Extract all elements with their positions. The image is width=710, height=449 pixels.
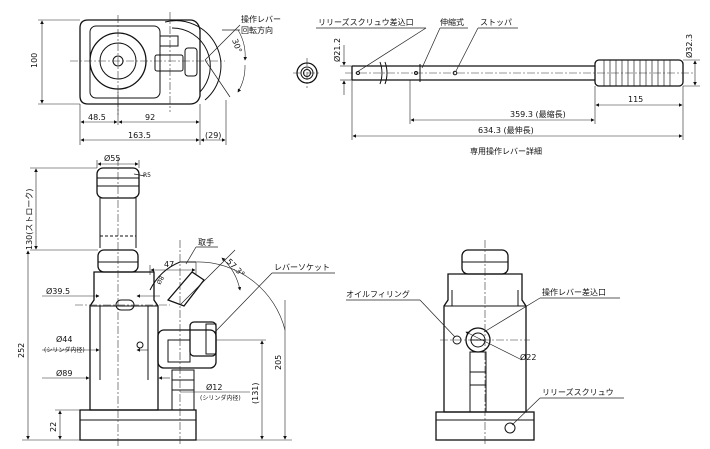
angle-30-label: 30° (230, 38, 243, 54)
cylinder-inner-label-2: (シリンダ内径) (200, 394, 241, 402)
dia-21-2: Ø21.2 (332, 38, 342, 62)
dim-92: 92 (145, 113, 155, 122)
lever-socket-label: レバーソケット (274, 263, 330, 272)
dim-22: 22 (49, 422, 58, 432)
lever-insert-label: 操作レバー差込口 (542, 287, 606, 297)
r5: R5 (143, 172, 151, 179)
dim-47: 47 (164, 260, 174, 269)
dim-205: 205 (274, 355, 283, 370)
dim-100: 100 (30, 53, 39, 68)
dim-131: (131) (251, 382, 260, 404)
dim-252: 252 (17, 343, 26, 358)
dia-32-3: Ø32.3 (684, 34, 694, 58)
release-screw-insert-label: リリーズスクリュウ差込口 (318, 17, 414, 27)
dia-89: Ø89 (56, 368, 72, 378)
lever-detail: リリーズスクリュウ差込口 伸縮式 ストッパ Ø21.2 Ø32.3 115 35… (293, 17, 700, 156)
side-view: Ø55 R5 130(ストローク) 252 22 Ø39.5 Ø44 (シリンダ… (17, 153, 335, 446)
dim-29: (29) (205, 131, 221, 140)
dia-44: Ø44 (56, 334, 72, 344)
oil-filling-label: オイルフィリング (346, 289, 410, 299)
cylinder-inner-label: (シリンダ内径) (44, 346, 85, 354)
dim-115: 115 (628, 95, 643, 104)
dim-359-3: 359.3 (最縮長) (510, 109, 566, 119)
dim-634-3: 634.3 (最伸長) (478, 125, 534, 135)
dim-163-5: 163.5 (128, 131, 151, 140)
telescopic-label: 伸縮式 (440, 17, 464, 27)
release-screw-label: リリーズスクリュウ (542, 387, 614, 397)
handle-label: 取手 (198, 237, 214, 247)
dia-39-5: Ø39.5 (46, 286, 70, 296)
lever-detail-caption: 専用操作レバー詳細 (470, 146, 542, 156)
lever-rotation-label-1: 操作レバー (241, 14, 281, 24)
stroke-130: 130(ストローク) (25, 188, 34, 250)
top-view: 30° 操作レバー 回転方向 100 48.5 92 163.5 (29) (30, 12, 281, 145)
dia-22: Ø22 (520, 352, 536, 362)
dim-48-5: 48.5 (88, 113, 106, 122)
dia-8: Ø8 (156, 275, 166, 286)
front-view: オイルフィリング 操作レバー差込口 Ø22 リリーズスクリュウ (346, 240, 624, 446)
stopper-label: ストッパ (480, 18, 512, 27)
dia-12: Ø12 (206, 382, 222, 392)
dia-55: Ø55 (104, 153, 120, 163)
lever-rotation-label-2: 回転方向 (241, 25, 273, 35)
